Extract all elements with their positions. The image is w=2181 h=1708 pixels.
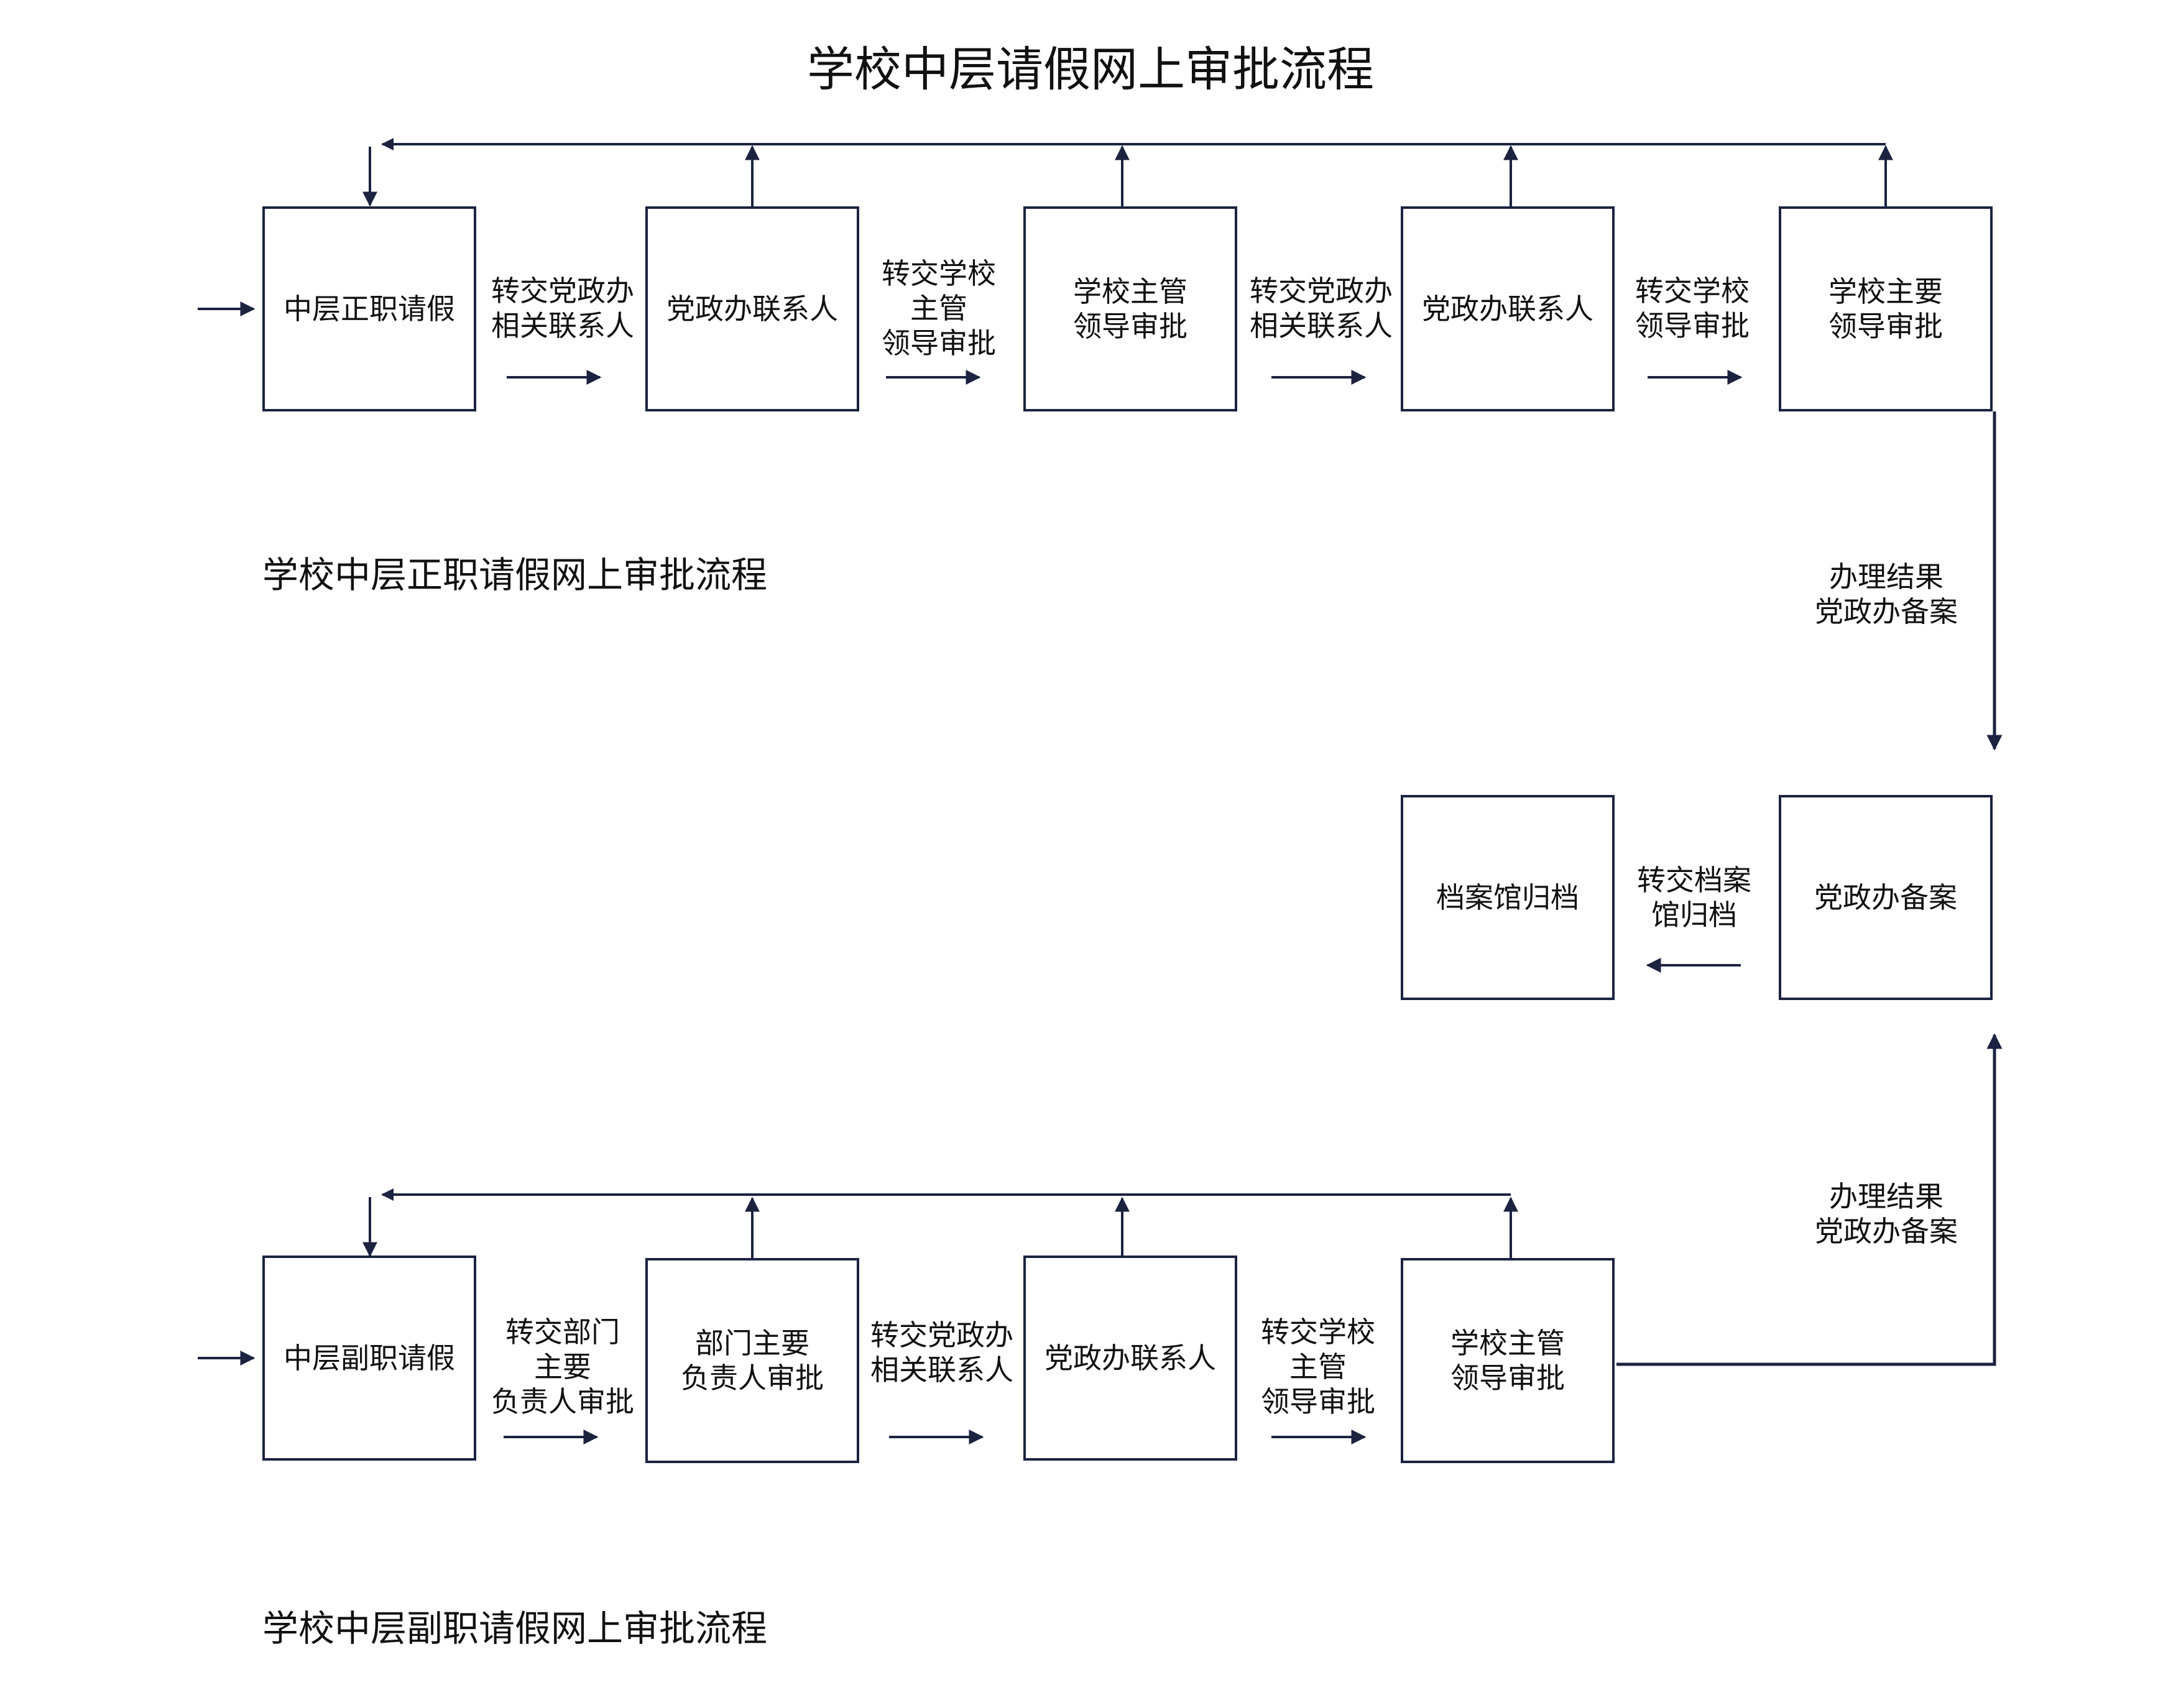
transition-label-f3: 转交学校 主管 领导审批	[1261, 1315, 1375, 1418]
step-box-zhengzhi-2: 党政办联系人	[645, 206, 859, 411]
result-label-bottom: 办理结果 党政办备案	[1815, 1180, 1958, 1248]
step-box-zhengzhi-4: 党政办联系人	[1401, 206, 1615, 411]
step-label: 党政办联系人	[1044, 1341, 1216, 1375]
result-line-up	[1616, 1033, 2003, 1366]
step-box-archive-file: 档案馆归档	[1401, 795, 1615, 1000]
step-label: 档案馆归档	[1436, 881, 1579, 914]
step-box-fuzhi-2: 部门主要 负责人审批	[645, 1258, 859, 1463]
step-label: 中层正职请假	[284, 292, 455, 326]
page-title: 学校中层请假网上审批流程	[807, 42, 1374, 97]
flow-caption-fuzhi: 学校中层副职请假网上审批流程	[262, 1607, 768, 1650]
result-label-top: 办理结果 党政办备案	[1815, 560, 1958, 628]
step-box-fuzhi-3: 党政办联系人	[1023, 1256, 1237, 1461]
transition-label-z1: 转交党政办 相关联系人	[491, 274, 634, 342]
step-box-fuzhi-4: 学校主管 领导审批	[1401, 1258, 1615, 1463]
step-label: 学校主管 领导审批	[1450, 1326, 1565, 1395]
transition-label-f1: 转交部门 主要 负责人审批	[491, 1315, 634, 1418]
step-label: 中层副职请假	[284, 1341, 455, 1375]
step-box-zhengzhi-5: 学校主要 领导审批	[1779, 206, 1993, 411]
transition-label-z2: 转交学校 主管 领导审批	[882, 257, 996, 360]
step-box-archive-record: 党政办备案	[1779, 795, 1993, 1000]
step-box-fuzhi-1: 中层副职请假	[262, 1256, 476, 1461]
step-label: 部门主要 负责人审批	[681, 1326, 824, 1395]
step-box-zhengzhi-3: 学校主管 领导审批	[1023, 206, 1237, 411]
flow-caption-zhengzhi: 学校中层正职请假网上审批流程	[262, 554, 768, 596]
step-label: 党政办联系人	[1422, 292, 1593, 326]
transition-label-z4: 转交学校 领导审批	[1635, 274, 1750, 342]
archive-transition-label: 转交档案 馆归档	[1637, 863, 1751, 932]
step-label: 学校主要 领导审批	[1828, 275, 1943, 343]
transition-label-f2: 转交党政办 相关联系人	[870, 1318, 1013, 1387]
step-label: 党政办联系人	[666, 292, 838, 326]
step-label: 党政办备案	[1814, 881, 1957, 914]
step-label: 学校主管 领导审批	[1073, 275, 1187, 343]
step-box-zhengzhi-1: 中层正职请假	[262, 206, 476, 411]
transition-label-z3: 转交党政办 相关联系人	[1250, 274, 1393, 342]
